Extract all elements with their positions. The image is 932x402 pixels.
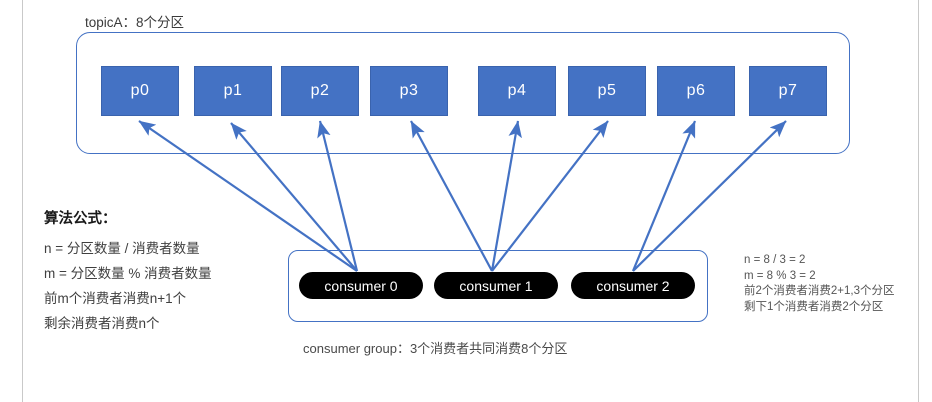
topic-label: topicA：8个分区: [85, 15, 185, 30]
partition-p0[interactable]: p0: [101, 66, 179, 116]
formula-line-m: m = 分区数量 % 消费者数量: [44, 266, 212, 281]
calc-line-m: m = 8 % 3 = 2: [744, 269, 816, 282]
consumer-label: consumer 2: [596, 277, 670, 294]
consumer-1[interactable]: consumer 1: [434, 272, 558, 299]
partition-label: p1: [223, 82, 243, 99]
page-margin-left: [22, 0, 23, 402]
formula-line-first-m: 前m个消费者消费n+1个: [44, 291, 187, 306]
partition-p2[interactable]: p2: [281, 66, 359, 116]
partition-p5[interactable]: p5: [568, 66, 646, 116]
partition-p4[interactable]: p4: [478, 66, 556, 116]
partition-label: p6: [686, 82, 706, 99]
partition-label: p7: [778, 82, 798, 99]
partition-p7[interactable]: p7: [749, 66, 827, 116]
consumer-group-caption: consumer group：3个消费者共同消费8个分区: [303, 341, 568, 356]
consumer-2[interactable]: consumer 2: [571, 272, 695, 299]
consumer-label: consumer 1: [459, 277, 533, 294]
page-margin-right: [918, 0, 919, 402]
algorithm-formula-title: 算法公式：: [44, 211, 117, 227]
algorithm-formula-block: 算法公式： n = 分区数量 / 消费者数量 m = 分区数量 % 消费者数量 …: [44, 207, 274, 336]
consumer-label: consumer 0: [324, 277, 398, 294]
calc-line-first-two: 前2个消费者消费2+1,3个分区: [744, 285, 895, 297]
partition-p6[interactable]: p6: [657, 66, 735, 116]
formula-line-n: n = 分区数量 / 消费者数量: [44, 241, 200, 256]
partition-label: p3: [399, 82, 419, 99]
partition-label: p2: [310, 82, 330, 99]
formula-line-remaining: 剩余消费者消费n个: [44, 316, 160, 331]
calc-line-n: n = 8 / 3 = 2: [744, 254, 806, 266]
calc-line-remaining-one: 剩下1个消费者消费2个分区: [744, 300, 884, 313]
partition-label: p4: [507, 82, 527, 99]
partition-p1[interactable]: p1: [194, 66, 272, 116]
consumer-0[interactable]: consumer 0: [299, 272, 423, 299]
partition-label: p5: [597, 82, 617, 99]
partition-p3[interactable]: p3: [370, 66, 448, 116]
calculation-block: n = 8 / 3 = 2 m = 8 % 3 = 2 前2个消费者消费2+1,…: [744, 253, 924, 315]
partition-label: p0: [130, 82, 150, 99]
